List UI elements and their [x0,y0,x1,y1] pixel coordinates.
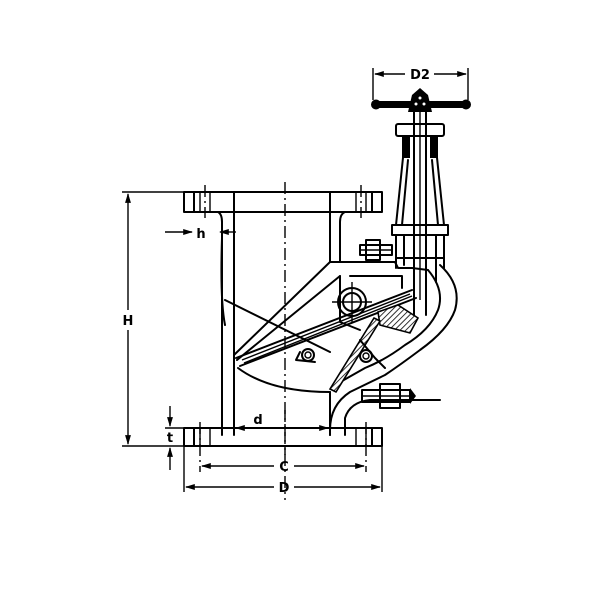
body-right-wall [329,191,341,263]
dimension-t: t [165,406,184,470]
label-d: d [253,413,262,428]
bonnet-cavity [233,261,458,436]
dimension-d: d [235,413,329,431]
top-flange [183,185,383,263]
dimension-H: H [122,191,184,447]
disc-arm-assembly [224,282,420,394]
nut-left [301,348,315,362]
handwheel-hub [408,88,432,112]
label-H: H [123,314,134,329]
hanging-arm [328,316,382,394]
label-t: t [167,431,173,446]
body-left-wall [220,191,235,436]
label-h: h [196,227,205,242]
dimension-h: h [165,227,236,242]
dimension-C: C [201,460,365,475]
label-D: D [279,481,290,496]
dimension-D2: D2 [372,68,469,100]
label-D2: D2 [410,68,430,83]
disc-wedge [377,304,420,334]
stem-yoke [359,94,449,316]
nut-right [359,349,373,363]
side-bolt [361,383,416,409]
label-C: C [279,460,289,475]
dimension-D: D [183,446,383,496]
handwheel [371,88,471,112]
